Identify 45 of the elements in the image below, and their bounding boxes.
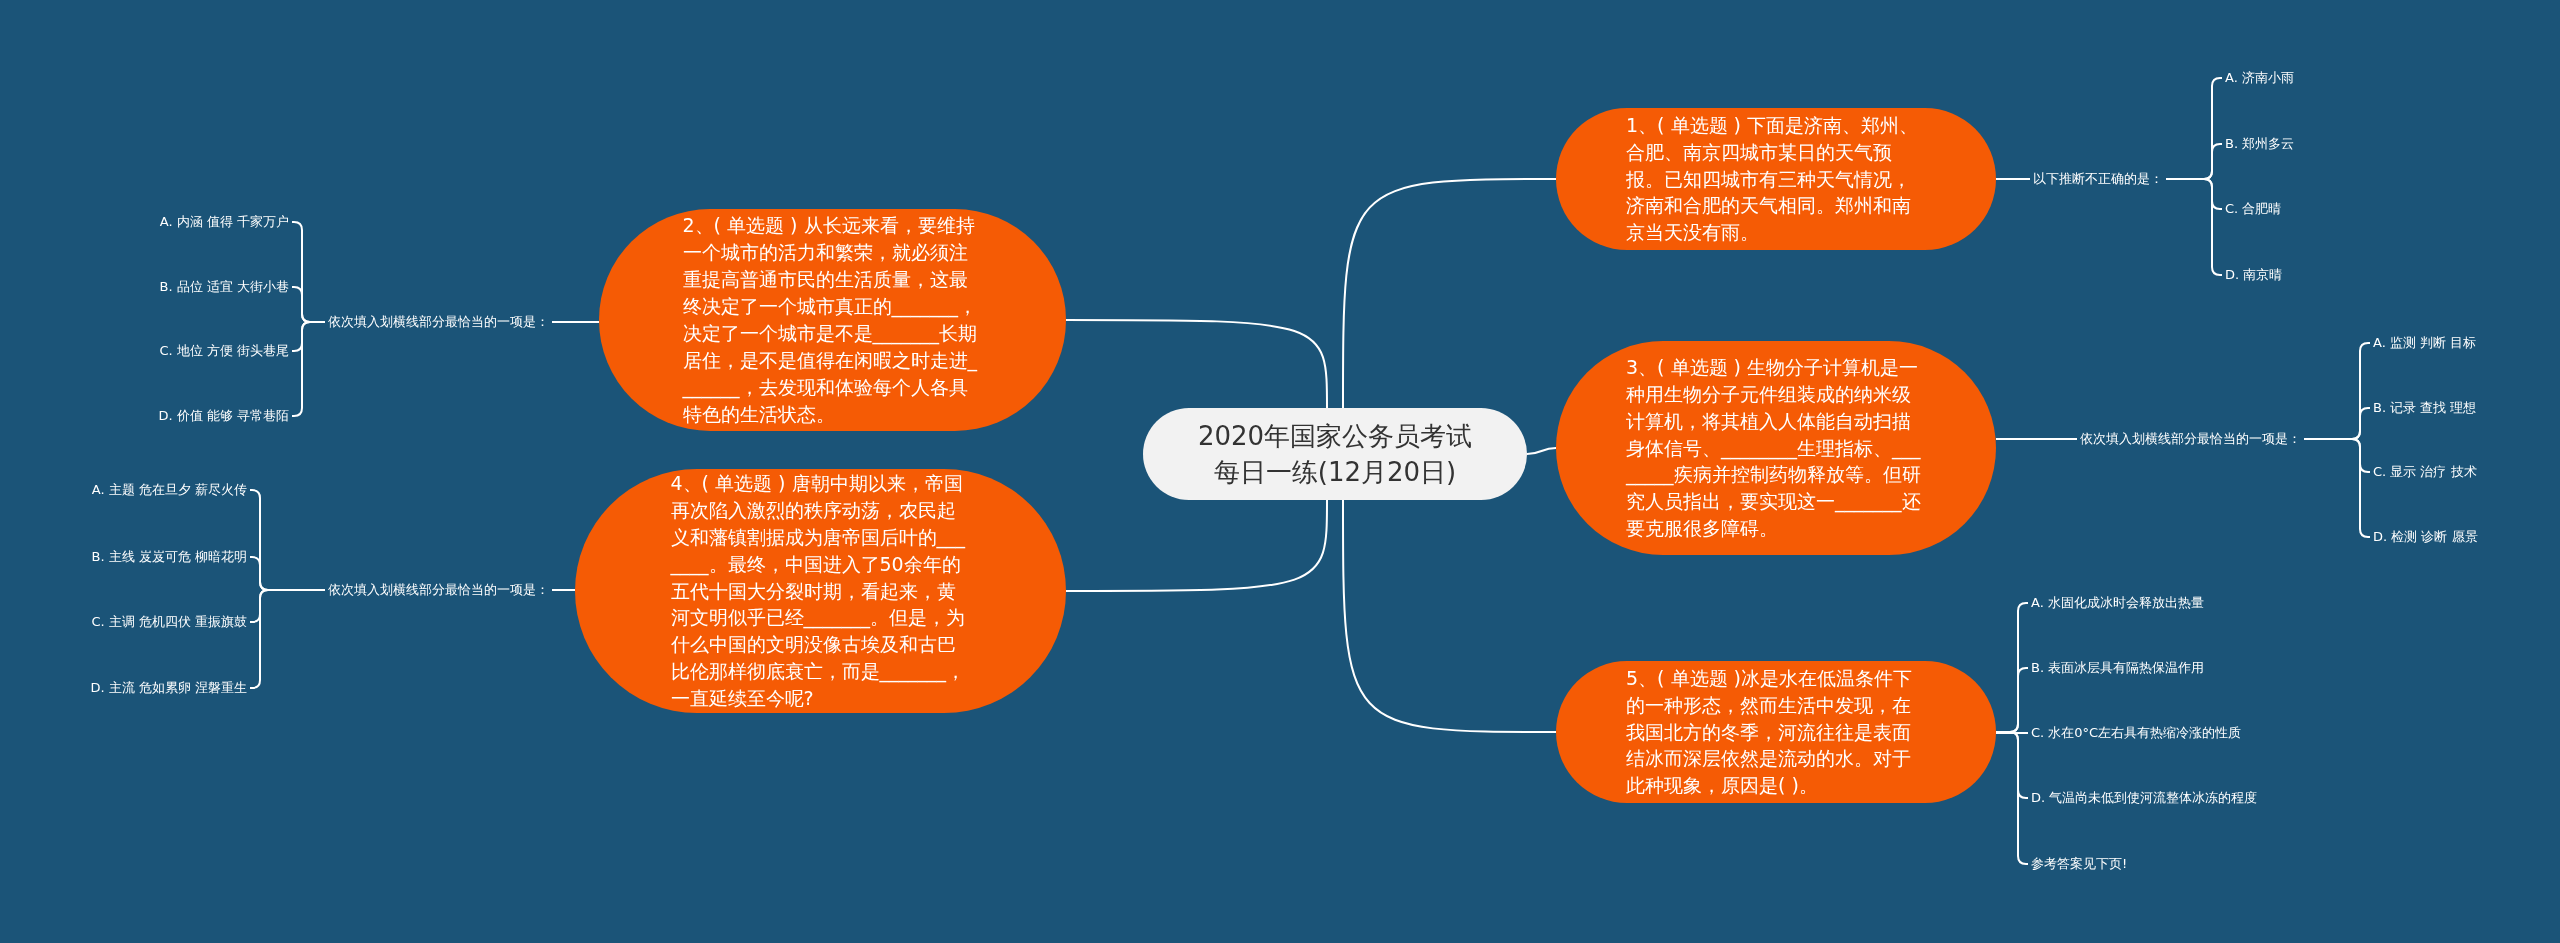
question-text: 5、( 单选题 )冰是水在低温条件下的一种形态，然而生活中发现，在我国北方的冬季，河流往往是表面结冰而深层依然是流动的水。对于此种现象，原因是( )。 [1626, 665, 1913, 799]
branch-line [1342, 178, 1557, 409]
branch-label: A. 水固化成冰时会释放出热量 [2028, 592, 2207, 614]
branch-line [1995, 438, 2078, 440]
branch-line [1995, 178, 2031, 180]
branch-label: A. 内涵 值得 千家万户 [156, 211, 292, 233]
branch-label: C. 显示 治疗 技术 [2370, 461, 2480, 483]
branch-label: A. 监测 判断 目标 [2370, 332, 2480, 354]
branch-line [1526, 447, 1557, 455]
question-text: 3、( 单选题 ) 生物分子计算机是一种用生物分子元件组装成的纳米级计算机，将其植入人体能自动扫描身体信号、________生理指标、________疾病并控制药物释放等。但研究人员指出，要实现这一_______还要克服很多障碍。 [1626, 354, 1922, 542]
branch-label: A. 济南小雨 [2222, 67, 2297, 89]
branch-label: C. 水在0°C左右具有热缩冷涨的性质 [2028, 722, 2245, 744]
branch-line [1995, 732, 2029, 734]
question-text: 4、( 单选题 ) 唐朝中期以来，帝国再次陷入激烈的秩序动荡，农民起义和藩镇割据成为唐帝国后叶的_______。最终，中国进入了50余年的五代十国大分裂时期，看起来，黄河文明似乎已经_______。但是，为什么中国的文明没像古埃及和古巴比伦那样彻底衰亡，而是_______，一直延续至今呢? [670, 470, 967, 712]
branch-label: B. 品位 适宜 大街小巷 [156, 276, 292, 298]
branch-label: B. 郑州多云 [2222, 133, 2298, 155]
branch-label: 参考答案见下页! [2028, 853, 2131, 875]
branch-line [291, 321, 326, 417]
branch-label: D. 南京晴 [2222, 264, 2286, 286]
branch-label: C. 合肥晴 [2222, 198, 2285, 220]
branch-label: C. 地位 方便 街头巷尾 [156, 340, 292, 362]
branch-label: D. 检测 诊断 愿景 [2370, 526, 2481, 548]
branch-label: D. 价值 能够 寻常巷陌 [155, 405, 292, 427]
branch-line [1065, 319, 1328, 409]
branch-label: C. 主调 危机四伏 重振旗鼓 [88, 611, 250, 633]
branch-label: D. 主流 危如累卵 涅磐重生 [87, 677, 250, 699]
topic-text: 2020年国家公务员考试每日一练(12月20日) [1196, 419, 1474, 489]
branch-line [551, 589, 576, 591]
branch-line [2303, 438, 2371, 538]
branch-label: 依次填入划横线部分最恰当的一项是： [325, 311, 552, 333]
question-text: 2、( 单选题 ) 从长远来看，要维持一个城市的活力和繁荣，就必须注重提高普通市民的生活质量，这最终决定了一个城市真正的_______，决定了一个城市是不是_______长期居住，是不是值得在闲暇之时走进_______，去发现和体验每个人各具特色的生活状态。 [682, 213, 979, 427]
branch-line [2165, 178, 2223, 276]
branch-label: D. 气温尚未低到使河流整体冰冻的程度 [2028, 787, 2261, 809]
branch-label: 以下推断不正确的是： [2030, 168, 2166, 190]
branch-label: A. 主题 危在旦夕 薪尽火传 [88, 479, 250, 501]
branch-line [1065, 499, 1328, 592]
branch-line [1342, 499, 1557, 733]
question-text: 1、( 单选题 ) 下面是济南、郑州、合肥、南京四城市某日的天气预报。已知四城市有三种天气情况，济南和合肥的天气相同。郑州和南京当天没有雨。 [1626, 112, 1920, 246]
branch-label: B. 主线 岌岌可危 柳暗花明 [88, 546, 250, 568]
branch-label: B. 表面冰层具有隔热保温作用 [2028, 657, 2208, 679]
branch-line [249, 589, 326, 689]
branch-label: 依次填入划横线部分最恰当的一项是： [325, 579, 552, 601]
branch-label: 依次填入划横线部分最恰当的一项是： [2077, 428, 2304, 450]
branch-line [551, 321, 600, 323]
branch-label: B. 记录 查找 理想 [2370, 397, 2480, 419]
